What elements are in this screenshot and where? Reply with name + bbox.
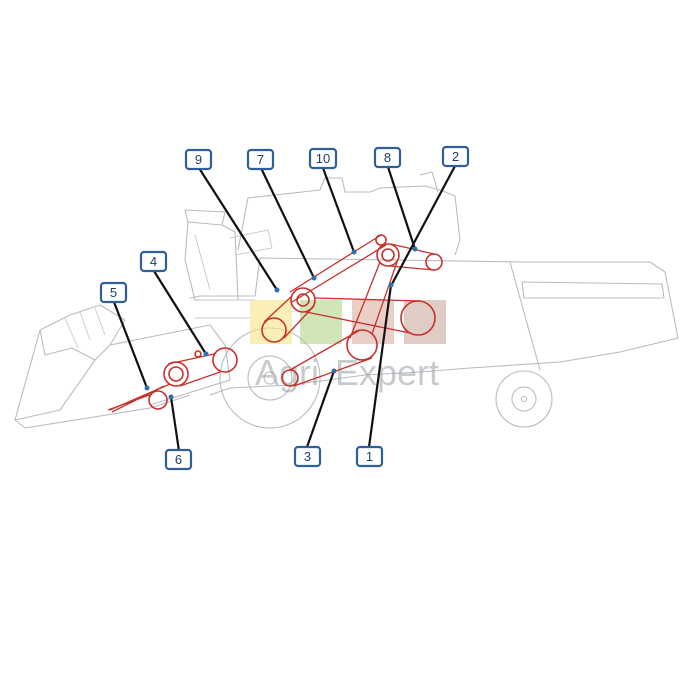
pulley bbox=[376, 243, 400, 267]
callout-3: 3 bbox=[293, 445, 322, 468]
callout-8: 8 bbox=[373, 146, 402, 169]
fence-icon bbox=[404, 300, 446, 344]
callout-label: 6 bbox=[175, 452, 182, 467]
wheelbarrow-icon bbox=[300, 300, 342, 344]
pulley bbox=[346, 329, 378, 361]
pulley bbox=[194, 350, 202, 358]
callout-4: 4 bbox=[139, 250, 168, 273]
watermark-brand-prefix: Agri bbox=[255, 352, 319, 393]
callout-1: 1 bbox=[355, 445, 384, 468]
callout-6: 6 bbox=[164, 448, 193, 471]
combine-outline bbox=[14, 171, 679, 429]
pulley bbox=[296, 293, 310, 307]
tractor-icon bbox=[250, 300, 292, 344]
agriexpert-watermark: Agri Expert bbox=[250, 300, 446, 393]
callout-label: 10 bbox=[316, 151, 330, 166]
pulley bbox=[425, 253, 443, 271]
pulley bbox=[212, 347, 238, 373]
callout-label: 7 bbox=[257, 152, 264, 167]
watermark-brand-suffix: Expert bbox=[335, 352, 439, 393]
callout-2: 2 bbox=[441, 145, 470, 168]
callout-label: 3 bbox=[304, 449, 311, 464]
callout-label: 5 bbox=[110, 285, 117, 300]
pulley bbox=[168, 366, 184, 382]
callout-10: 10 bbox=[308, 147, 338, 170]
callout-label: 9 bbox=[195, 152, 202, 167]
pulley bbox=[261, 317, 287, 343]
callout-5: 5 bbox=[99, 281, 128, 304]
pulley bbox=[290, 287, 316, 313]
pulley bbox=[148, 390, 168, 410]
callout-label: 4 bbox=[150, 254, 157, 269]
callout-label: 8 bbox=[384, 150, 391, 165]
pulley bbox=[163, 361, 189, 387]
pulley bbox=[381, 248, 395, 262]
leader-lines bbox=[112, 165, 456, 452]
callout-9: 9 bbox=[184, 148, 213, 171]
callout-label: 1 bbox=[366, 449, 373, 464]
belt-system bbox=[107, 234, 443, 413]
callout-7: 7 bbox=[246, 148, 275, 171]
callout-label: 2 bbox=[452, 149, 459, 164]
